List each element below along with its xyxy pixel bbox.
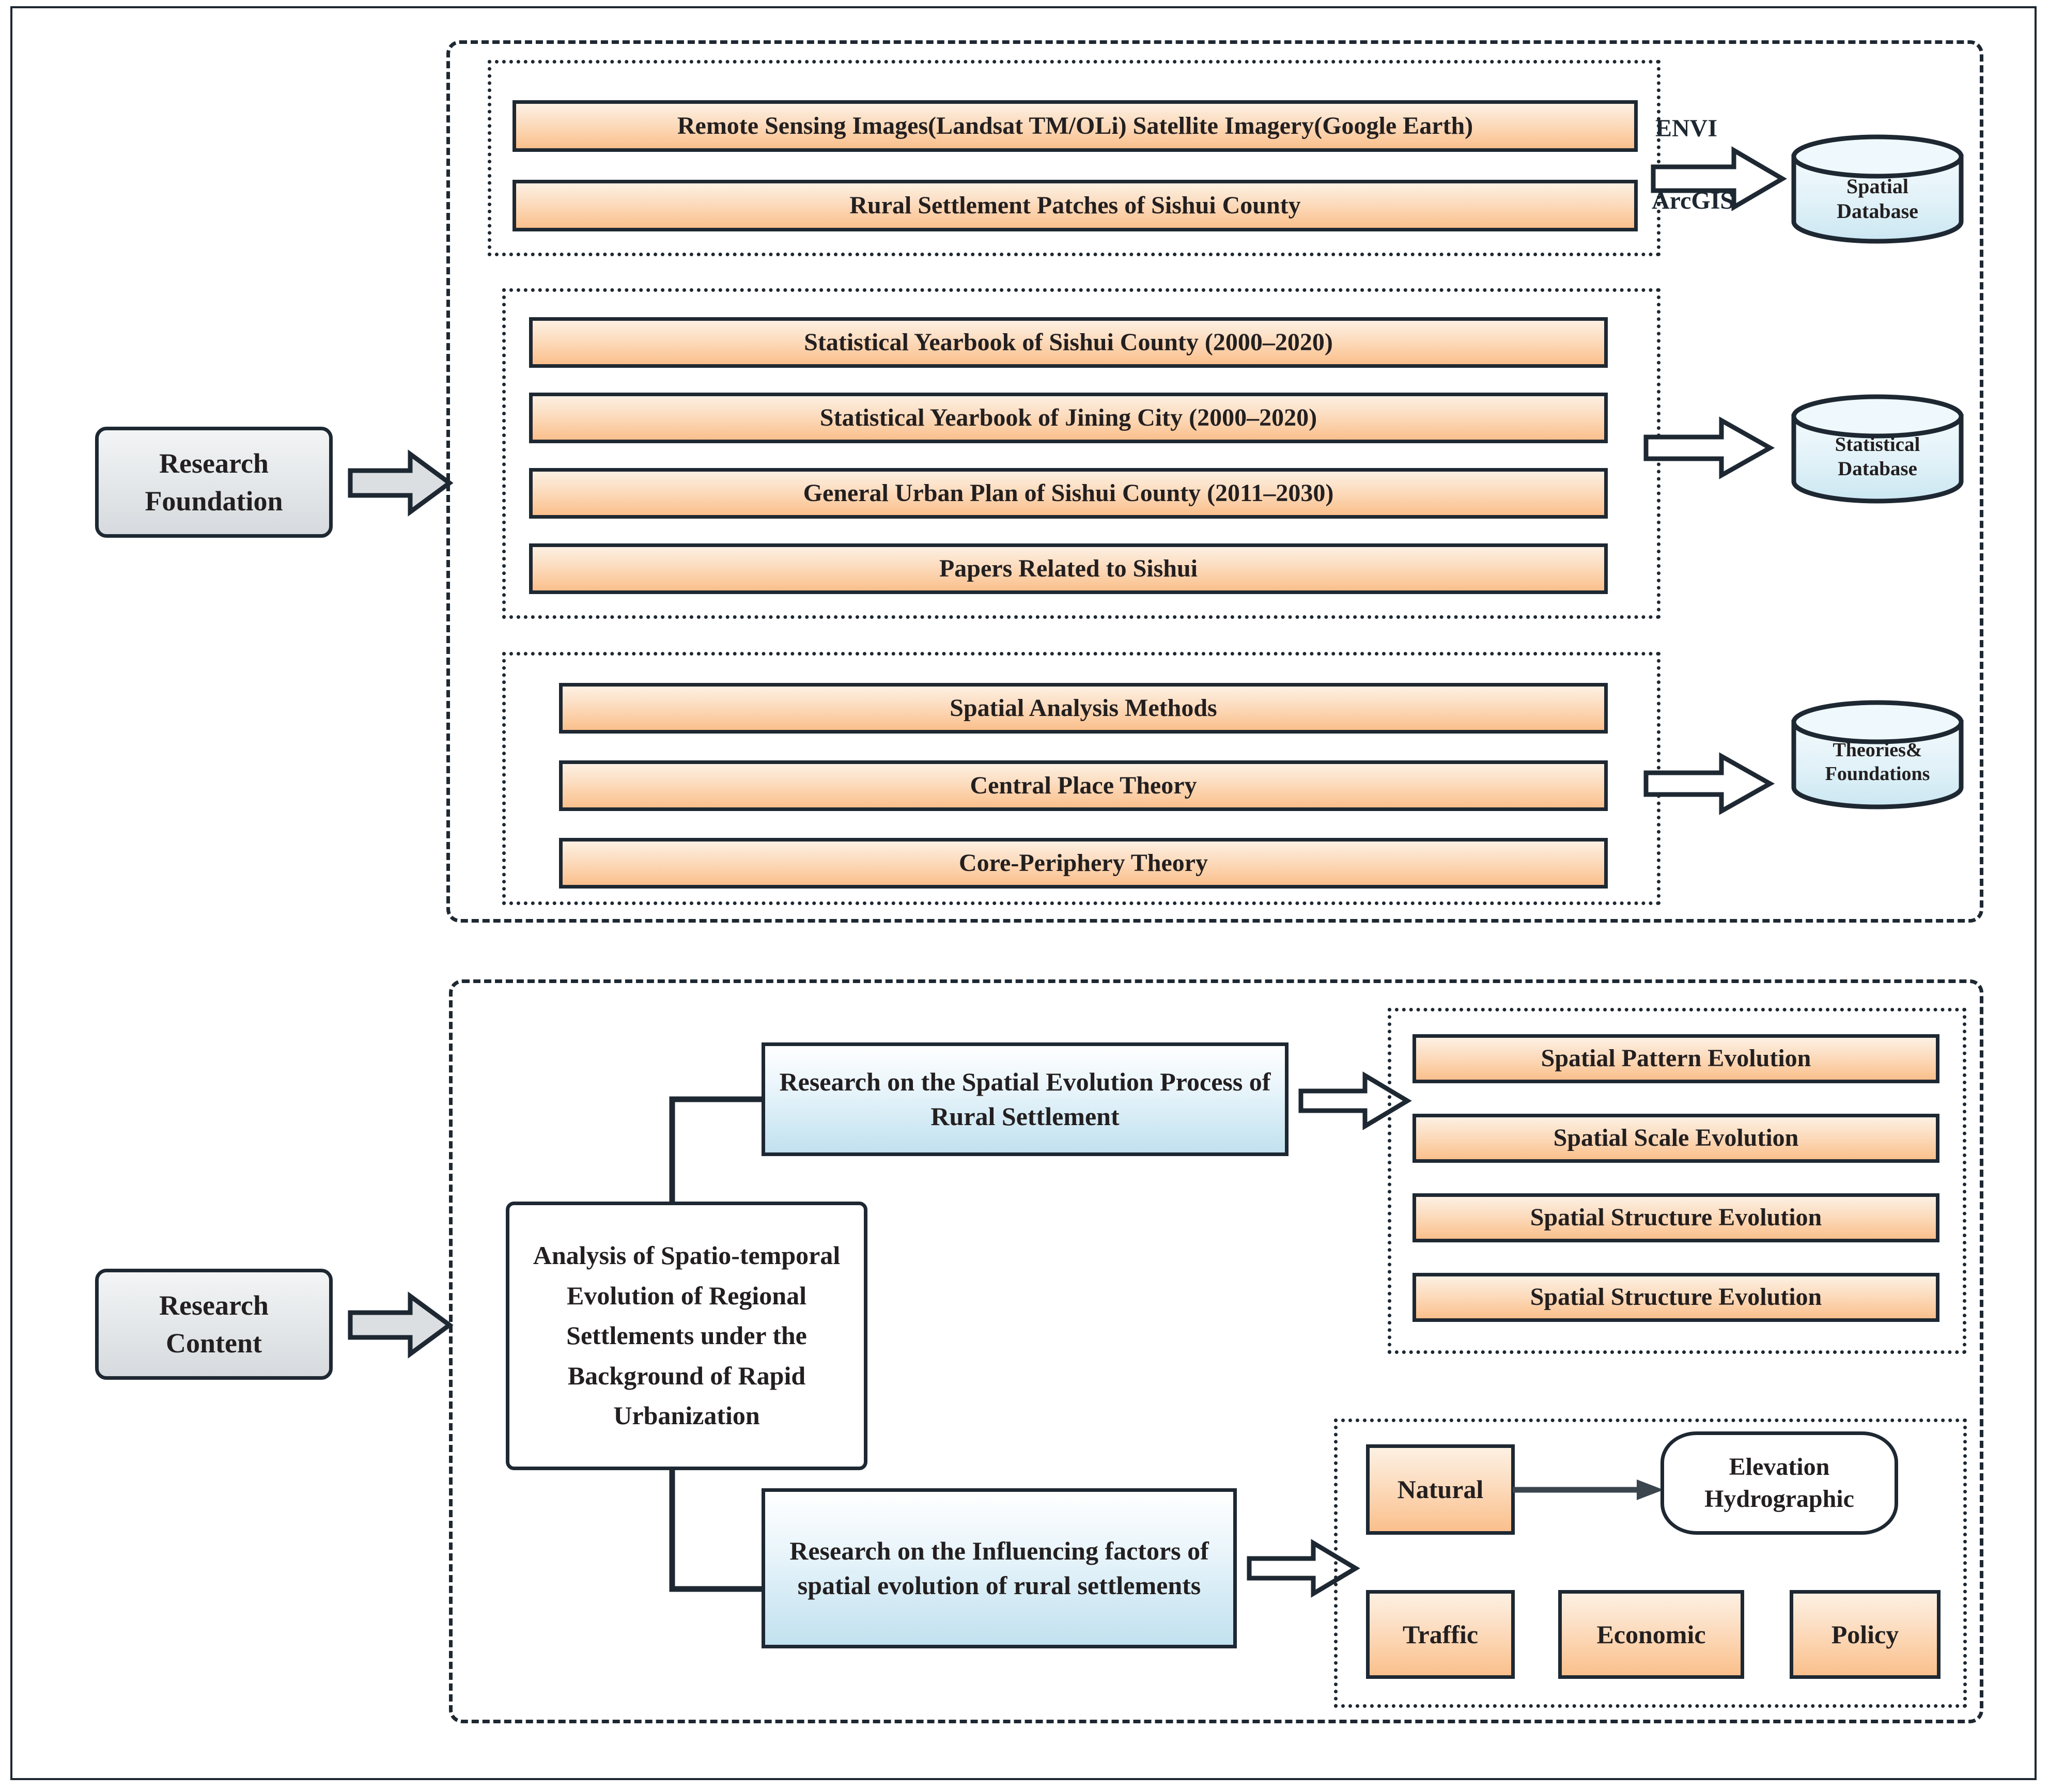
- statistical-database-cylinder: Statistical Database: [1790, 394, 1965, 504]
- central-analysis-text: Analysis of Spatio-temporal Evolution of…: [533, 1241, 841, 1430]
- remote-sensing-group-frame: [488, 60, 1660, 256]
- research-content-label-line1: Research: [159, 1289, 269, 1321]
- spatial-database-label: Spatial Database: [1837, 175, 1918, 223]
- arrow-natural-to-detail: [1513, 1479, 1664, 1500]
- data-box-settlement-patches[interactable]: Rural Settlement Patches of Sishui Count…: [513, 180, 1638, 231]
- central-analysis-box[interactable]: Analysis of Spatio-temporal Evolution of…: [506, 1202, 867, 1470]
- output-box-spatial-pattern-evolution[interactable]: Spatial Pattern Evolution: [1412, 1034, 1939, 1083]
- data-box-yearbook-sishui[interactable]: Statistical Yearbook of Sishui County (2…: [529, 317, 1608, 368]
- research-foundation-label-line1: Research: [159, 447, 269, 479]
- output-box-spatial-structure-evolution-1[interactable]: Spatial Structure Evolution: [1412, 1193, 1939, 1242]
- influencing-factors-group-frame: [1334, 1419, 1967, 1708]
- data-box-papers[interactable]: Papers Related to Sishui: [529, 543, 1608, 594]
- data-box-core-periphery-theory[interactable]: Core-Periphery Theory: [559, 838, 1608, 889]
- factor-box-traffic[interactable]: Traffic: [1366, 1590, 1515, 1679]
- factor-box-economic[interactable]: Economic: [1558, 1590, 1744, 1679]
- statistical-database-label: Statistical Database: [1835, 433, 1920, 480]
- process-box-spatial-evolution-text: Research on the Spatial Evolution Proces…: [779, 1067, 1271, 1131]
- research-foundation-label-line2: Foundation: [145, 485, 283, 517]
- diagram-page: Research Foundation Remote Sensing Image…: [10, 6, 2037, 1780]
- arrow-foundation-to-section: [348, 449, 454, 517]
- theories-foundations-label: Theories& Foundations: [1825, 739, 1930, 785]
- research-content-label: Research Content: [95, 1269, 333, 1380]
- research-foundation-label: Research Foundation: [95, 427, 333, 538]
- arrow-to-theories-foundations: [1643, 752, 1775, 815]
- spatial-evolution-outputs-frame: [1388, 1008, 1966, 1354]
- arrow-content-to-section: [348, 1291, 454, 1359]
- data-box-spatial-analysis-methods[interactable]: Spatial Analysis Methods: [559, 683, 1608, 734]
- process-box-spatial-evolution[interactable]: Research on the Spatial Evolution Proces…: [762, 1042, 1289, 1156]
- output-box-spatial-structure-evolution-2[interactable]: Spatial Structure Evolution: [1412, 1273, 1939, 1322]
- connector-label-envi: ENVI: [1655, 115, 1718, 142]
- factor-box-policy[interactable]: Policy: [1790, 1590, 1941, 1679]
- output-box-spatial-scale-evolution[interactable]: Spatial Scale Evolution: [1412, 1114, 1939, 1163]
- data-box-remote-sensing[interactable]: Remote Sensing Images(Landsat TM/OLi) Sa…: [513, 100, 1638, 152]
- natural-detail-line1: Elevation: [1729, 1453, 1830, 1481]
- arrow-to-spatial-database: [1651, 146, 1787, 211]
- theories-foundations-cylinder: Theories& Foundations: [1790, 700, 1965, 809]
- natural-detail-box[interactable]: Elevation Hydrographic: [1660, 1431, 1898, 1535]
- spatial-database-cylinder: Spatial Database: [1790, 134, 1965, 244]
- natural-detail-line2: Hydrographic: [1704, 1485, 1854, 1513]
- process-box-influencing-factors-text: Research on the Influencing factors of s…: [789, 1536, 1209, 1600]
- process-box-influencing-factors[interactable]: Research on the Influencing factors of s…: [762, 1488, 1237, 1648]
- data-box-yearbook-jining[interactable]: Statistical Yearbook of Jining City (200…: [529, 393, 1608, 443]
- factor-box-natural[interactable]: Natural: [1366, 1444, 1515, 1535]
- arrow-process-to-outputs: [1298, 1071, 1412, 1130]
- research-content-section-frame: [449, 979, 1983, 1723]
- arrow-to-statistical-database: [1643, 416, 1775, 479]
- research-content-label-line2: Content: [165, 1327, 262, 1359]
- data-box-urban-plan[interactable]: General Urban Plan of Sishui County (201…: [529, 468, 1608, 519]
- data-box-central-place-theory[interactable]: Central Place Theory: [559, 760, 1608, 811]
